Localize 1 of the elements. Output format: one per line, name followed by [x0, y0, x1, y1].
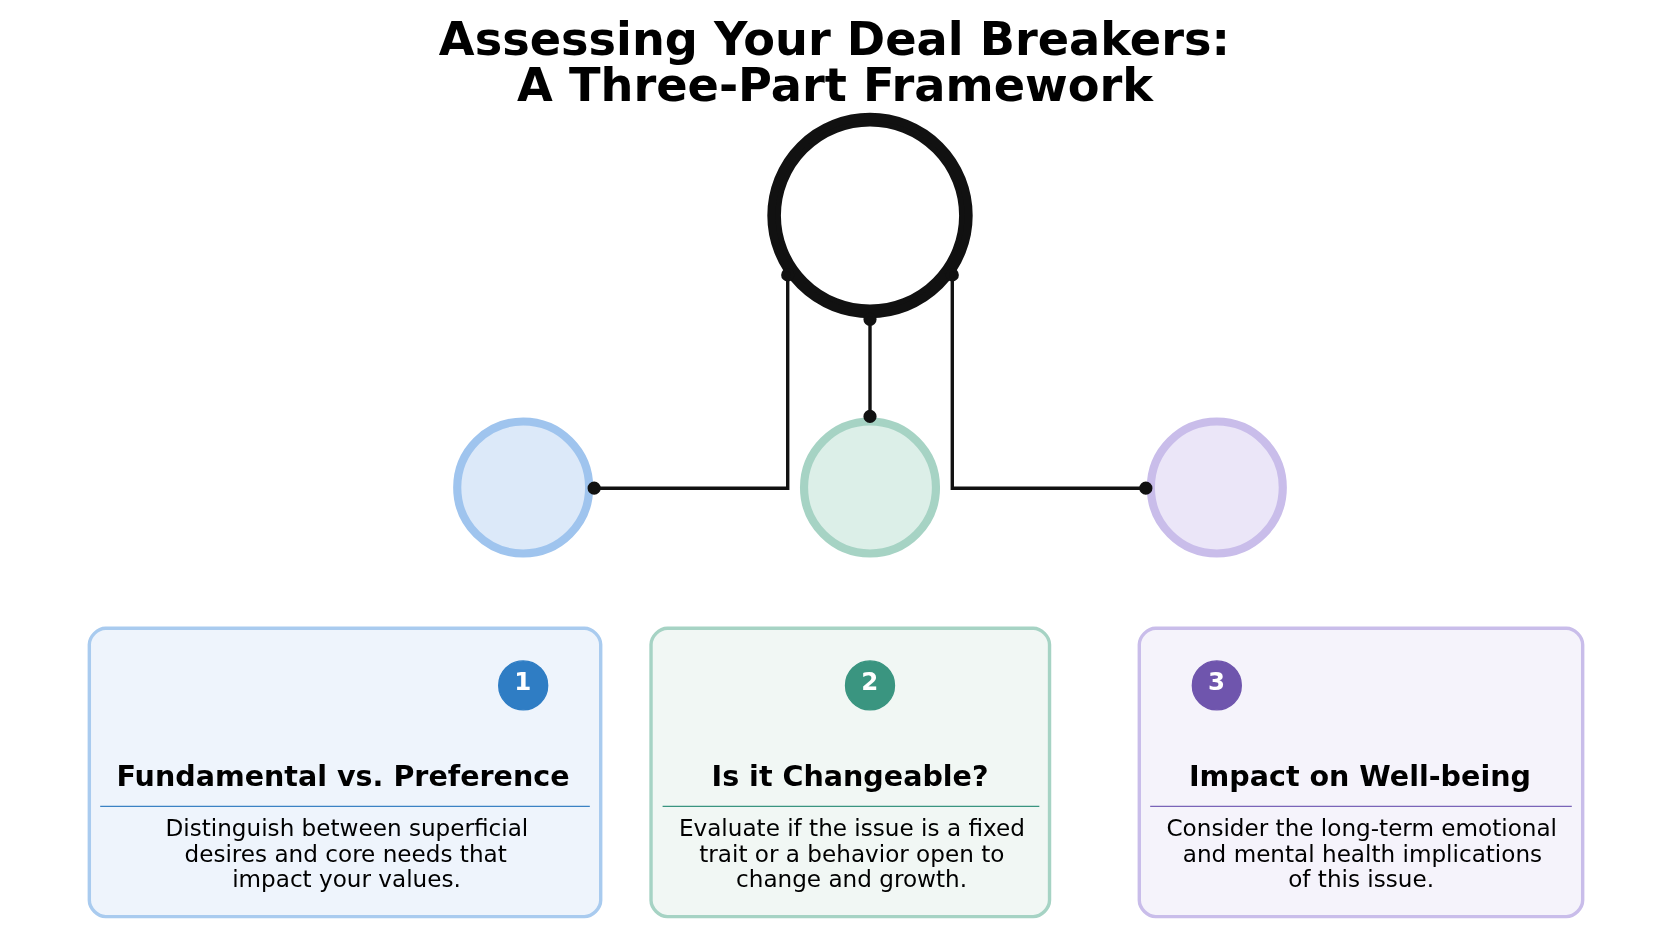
diagram-title: Assessing Your Deal Breakers: A Three-Part Framework [438, 11, 1230, 112]
